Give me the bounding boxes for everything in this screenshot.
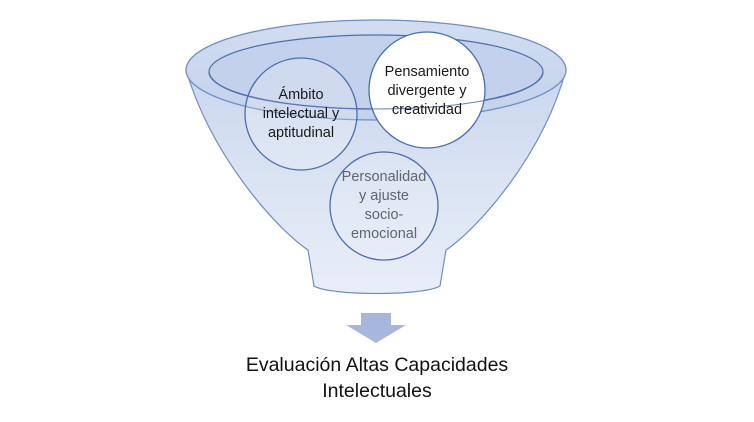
diagram-caption: Evaluación Altas Capacidades Intelectual… bbox=[245, 354, 509, 402]
circle-pensamiento-label: Pensamiento divergente y creatividad bbox=[384, 63, 470, 118]
circle-ambito bbox=[244, 57, 358, 171]
down-arrow-icon bbox=[346, 313, 406, 343]
circle-personalidad-label: Personalidad y ajuste socio- emocional bbox=[341, 169, 427, 242]
circle-pensamiento bbox=[368, 31, 486, 149]
circle-personalidad bbox=[329, 151, 439, 261]
circle-ambito-label: Ámbito intelectual y aptitudinal bbox=[262, 86, 340, 141]
funnel-rim-front bbox=[208, 71, 544, 110]
